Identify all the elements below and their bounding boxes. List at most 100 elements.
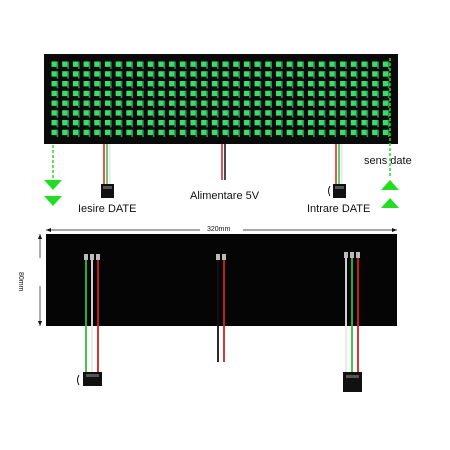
led [382, 71, 389, 77]
led [382, 81, 389, 87]
led-trace [355, 71, 358, 79]
led [297, 110, 304, 116]
led-trace [249, 71, 251, 79]
led-trace [291, 61, 294, 69]
led-trace [152, 120, 155, 128]
led [372, 110, 379, 116]
led-trace [345, 120, 347, 128]
led-trace [195, 71, 198, 79]
led-trace [323, 90, 326, 99]
led-trace [281, 61, 283, 69]
led [243, 81, 250, 87]
led [222, 71, 229, 77]
led [190, 81, 197, 87]
led-trace [387, 61, 390, 69]
led [340, 120, 346, 126]
led [137, 100, 143, 106]
led-trace [78, 110, 80, 118]
led [137, 120, 143, 126]
led [286, 61, 293, 67]
led-trace [142, 110, 144, 118]
led-trace [259, 81, 262, 89]
led [94, 71, 101, 77]
led-trace [152, 61, 155, 69]
led [62, 81, 69, 87]
led [222, 129, 229, 136]
led [115, 90, 122, 97]
led [72, 100, 79, 106]
led [233, 71, 240, 77]
led [243, 90, 250, 97]
led-trace [270, 90, 272, 99]
led [243, 129, 250, 136]
led [361, 61, 368, 67]
led [94, 129, 101, 136]
led-trace [99, 81, 101, 89]
led [201, 90, 208, 97]
led-trace [291, 90, 294, 99]
led-trace [387, 120, 390, 128]
led [233, 90, 240, 97]
led-trace [88, 100, 91, 108]
led [62, 61, 69, 67]
led [62, 110, 69, 116]
led-trace [355, 120, 358, 128]
led [169, 61, 175, 67]
led-trace [323, 61, 326, 69]
led [104, 110, 111, 116]
led-trace [345, 90, 347, 99]
led [83, 61, 90, 67]
led [137, 81, 143, 87]
led-trace [152, 71, 155, 79]
led [361, 90, 368, 97]
led-trace [78, 81, 80, 89]
led [329, 90, 336, 97]
led-matrix-panel-back [46, 234, 397, 326]
led [201, 81, 208, 87]
led [211, 129, 218, 136]
led-trace [323, 81, 326, 89]
led-trace [142, 71, 144, 79]
led [318, 110, 325, 116]
led-trace [67, 110, 69, 118]
led [350, 90, 357, 97]
led [275, 61, 282, 67]
led-trace [184, 90, 187, 99]
led-trace [216, 61, 219, 69]
back-output-wires [84, 254, 100, 374]
led [190, 110, 197, 116]
led [222, 61, 229, 67]
led [83, 71, 90, 77]
led [297, 90, 304, 97]
led-trace [163, 61, 166, 69]
led [94, 90, 101, 97]
led [297, 100, 304, 106]
led [297, 71, 304, 77]
led-trace [377, 120, 379, 128]
jst-connector-icon [328, 184, 346, 198]
led [350, 61, 357, 67]
led [254, 71, 261, 77]
led-trace [291, 71, 294, 79]
led-trace [249, 110, 251, 118]
led-trace [387, 81, 390, 89]
led [158, 110, 165, 116]
led-matrix-panel-top [44, 54, 398, 144]
led [340, 71, 346, 77]
led-trace [56, 129, 59, 138]
led [350, 120, 357, 126]
led [190, 100, 197, 106]
led-trace [270, 61, 272, 69]
output-data-label: Iesire DATE [78, 203, 137, 215]
led [275, 110, 282, 116]
led [222, 100, 229, 106]
led [233, 61, 240, 67]
led-trace [184, 110, 187, 118]
led-trace [206, 120, 208, 128]
jst-connector-icon [101, 184, 114, 198]
led-trace [249, 81, 251, 89]
led-trace [163, 110, 166, 118]
led-trace [67, 71, 69, 79]
led [329, 100, 336, 106]
led [211, 110, 218, 116]
